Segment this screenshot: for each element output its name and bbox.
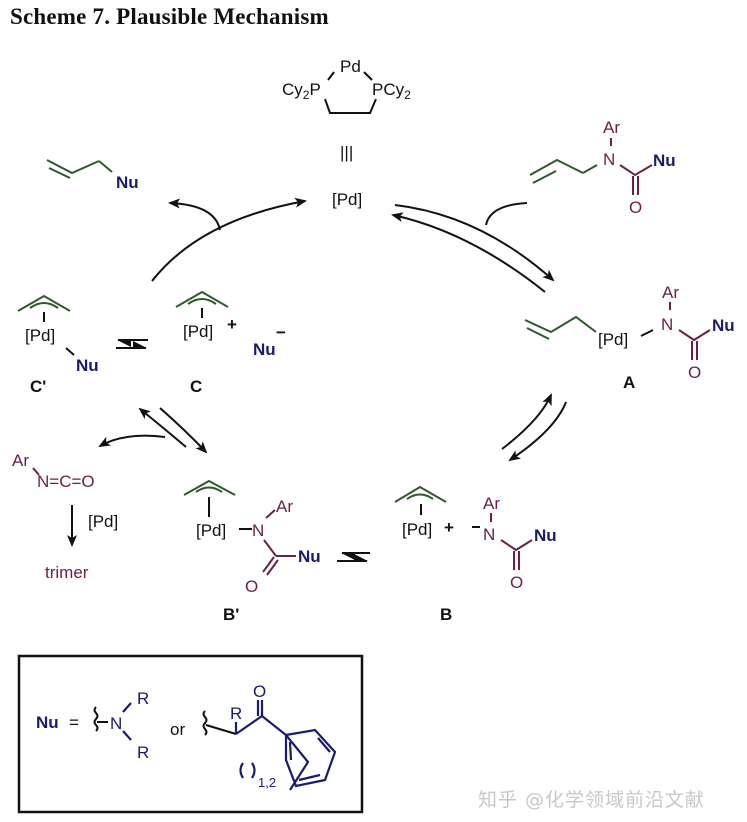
isocyanate-release-arrow (98, 434, 166, 447)
ligand-right-pcy: PCy2 (372, 80, 411, 102)
substrate-ar: Ar (603, 118, 620, 137)
a-b-down-arrow (508, 401, 567, 462)
label-a: A (623, 373, 635, 392)
bond (327, 71, 335, 81)
b-n: N (483, 525, 495, 544)
iso-formula: N=C=O (37, 472, 95, 491)
cycle-arrows (67, 197, 567, 562)
catalyst-structure: Pd Cy2P PCy2 ||| [Pd] (282, 57, 411, 209)
reverse-oa-arrow (391, 212, 546, 293)
intermediate-a: [Pd] Ar N Nu O A (524, 283, 735, 392)
trimer-label: trimer (45, 563, 89, 582)
label-c: C (190, 377, 202, 396)
watermark: 知乎 @化学领域前沿文献 (478, 789, 706, 811)
intermediate-c-prime: [Pd] Nu C' (17, 294, 99, 396)
catalyst-metal: Pd (340, 57, 361, 76)
legend-equals: = (69, 713, 79, 732)
bond (363, 71, 373, 81)
b-plus: + (444, 518, 454, 537)
legend-border (17, 654, 364, 814)
a-b-up-arrow (501, 393, 552, 450)
b-ar: Ar (483, 494, 500, 513)
isocyanate: Ar N=C=O [Pd] trimer (12, 451, 118, 582)
b-pd: [Pd] (402, 520, 432, 539)
iso-ar: Ar (12, 451, 29, 470)
substrate-entry-arrow (485, 202, 528, 226)
legend-r3: R (230, 704, 242, 723)
a-ar: Ar (662, 283, 679, 302)
allyl-nu-product: Nu (46, 159, 139, 192)
wavy-bond-icon (202, 710, 208, 736)
oxidative-addition-arrow (394, 204, 555, 282)
substrate-nu: Nu (653, 151, 676, 170)
a-n: N (661, 315, 673, 334)
regeneration-arrow (151, 197, 307, 282)
wavy-bond-icon (93, 706, 99, 732)
substrate: Ar N Nu O (529, 118, 676, 217)
a-o: O (688, 363, 701, 382)
intermediate-c: [Pd] + Nu − C (175, 290, 286, 396)
product-nu: Nu (116, 173, 139, 192)
b-prime-pd: [Pd] (196, 521, 226, 540)
c-minus: − (276, 323, 286, 342)
trimer-reagent: [Pd] (88, 512, 118, 531)
pd-catalyst-label: [Pd] (332, 190, 362, 209)
c-prime-pd: [Pd] (25, 326, 55, 345)
equivalence-symbol: ||| (340, 143, 353, 162)
label-b: B (440, 605, 452, 624)
label-c-prime: C' (30, 377, 46, 396)
legend-ring-size: 1,2 (258, 775, 276, 790)
c-plus: + (227, 315, 237, 334)
legend-o: O (253, 682, 266, 701)
benzene-ring (284, 728, 337, 788)
a-pd: [Pd] (598, 330, 628, 349)
legend-r2: R (137, 743, 149, 762)
b-prime-o: O (245, 577, 258, 596)
nu-definition-box: Nu = N R R or R O 1,2 (17, 654, 364, 814)
bprime-cprime-up-arrow (138, 407, 187, 448)
legend-r1: R (137, 689, 149, 708)
b-prime-ar: Ar (276, 497, 293, 516)
intermediate-b: [Pd] + Ar N Nu O B (394, 485, 557, 624)
ethylene-bridge (324, 98, 377, 114)
intermediate-b-prime: [Pd] N Ar Nu O B' (183, 479, 321, 624)
c-nu: Nu (253, 340, 276, 359)
bprime-cprime-down-arrow (159, 407, 208, 454)
product-release-arrow (168, 198, 221, 231)
legend-or: or (170, 720, 185, 739)
b-prime-nu: Nu (298, 547, 321, 566)
scheme-title: Scheme 7. Plausible Mechanism (10, 4, 329, 29)
substrate-o: O (629, 198, 642, 217)
paren-left (239, 762, 244, 779)
a-nu: Nu (712, 316, 735, 335)
b-prime-n: N (252, 521, 264, 540)
substrate-n: N (603, 150, 615, 169)
legend-n: N (110, 714, 122, 733)
label-b-prime: B' (223, 605, 239, 624)
c-pd: [Pd] (183, 322, 213, 341)
c-prime-nu: Nu (76, 356, 99, 375)
legend-nu: Nu (36, 713, 59, 732)
b-nu: Nu (534, 526, 557, 545)
ligand-left-cy: Cy2P (282, 80, 321, 102)
b-o: O (510, 573, 523, 592)
paren-right (251, 762, 256, 779)
